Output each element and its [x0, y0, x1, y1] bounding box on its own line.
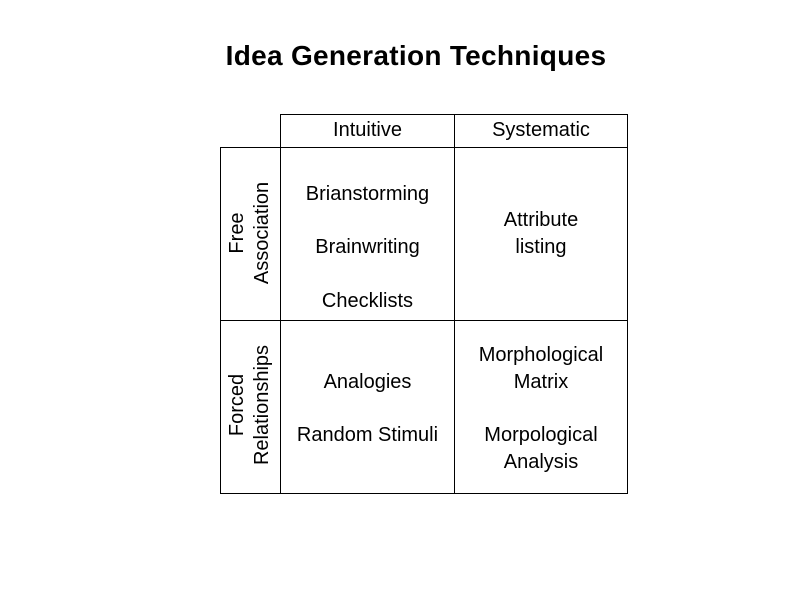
technique-random-stimuli: Random Stimuli	[296, 424, 439, 446]
cell-forced-intuitive	[280, 320, 455, 494]
technique-morphological-analysis-line2: Analysis	[503, 451, 579, 473]
row-label-free-line2: Association	[251, 181, 273, 285]
technique-morphological-matrix-line1: Morphological	[478, 344, 604, 366]
technique-attribute-listing-line2: listing	[515, 236, 567, 258]
technique-brainstorming: Brianstorming	[305, 183, 430, 205]
technique-morphological-analysis-line1: Morpological	[484, 424, 598, 446]
row-label-forced-relationships: Forced Relationships	[225, 345, 275, 465]
row-label-forced-line1: Forced	[226, 373, 248, 437]
technique-attribute-listing-line1: Attribute	[503, 209, 579, 231]
column-label-intuitive: Intuitive	[333, 119, 402, 141]
row-label-free-association: Free Association	[225, 182, 275, 284]
diagram-title: Idea Generation Techniques	[225, 40, 607, 71]
cell-forced-systematic	[454, 320, 628, 494]
row-label-free-line1: Free	[226, 212, 248, 254]
column-label-systematic: Systematic	[492, 119, 590, 141]
technique-brainwriting: Brainwriting	[315, 236, 420, 258]
technique-morphological-matrix-line2: Matrix	[513, 371, 569, 393]
technique-analogies: Analogies	[323, 371, 412, 393]
technique-checklists: Checklists	[321, 290, 414, 312]
row-label-forced-line2: Relationships	[251, 344, 273, 466]
